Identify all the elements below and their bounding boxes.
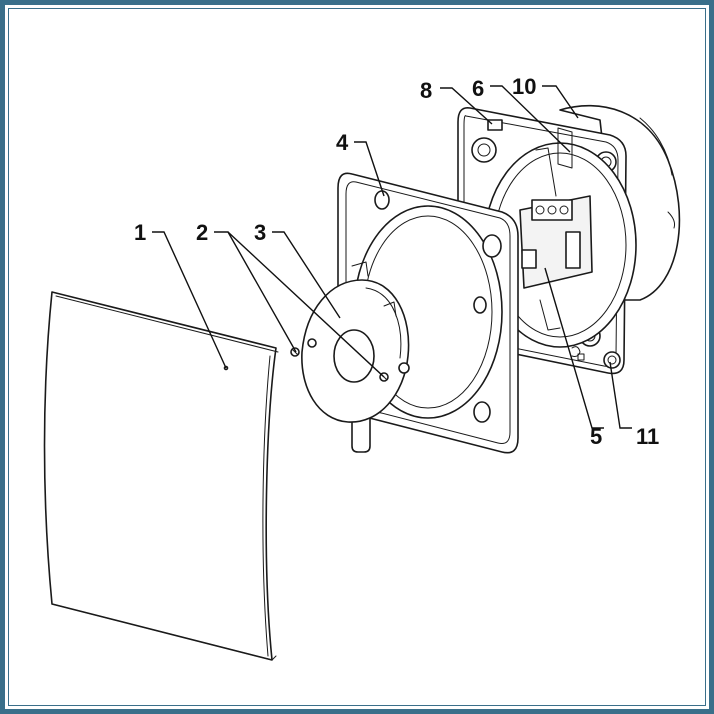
callout-1: 1 [134, 220, 146, 245]
leader-10 [542, 85, 579, 119]
callout-10: 10 [512, 74, 536, 99]
callout-4: 4 [336, 130, 349, 155]
diagram-frame-inner [8, 8, 706, 706]
callout-6: 6 [472, 76, 484, 101]
leader-4 [354, 141, 385, 197]
leader-11 [609, 361, 632, 429]
part-round-cover [301, 279, 410, 453]
leader-5 [544, 267, 604, 429]
leader-1 [152, 231, 227, 369]
callout-3: 3 [254, 220, 266, 245]
callout-11: 11 [636, 424, 659, 449]
callout-2: 2 [196, 220, 208, 245]
leader-2a [214, 231, 297, 353]
leader-3 [272, 231, 341, 319]
leader-lines [152, 85, 632, 429]
leader-6 [490, 85, 571, 153]
part-front-panel [43, 291, 279, 661]
callout-labels: 1 2 3 4 5 6 8 10 11 [134, 74, 659, 449]
leader-2b [227, 231, 385, 378]
leader-8 [440, 87, 493, 125]
callout-5: 5 [590, 424, 602, 449]
callout-8: 8 [420, 78, 432, 103]
